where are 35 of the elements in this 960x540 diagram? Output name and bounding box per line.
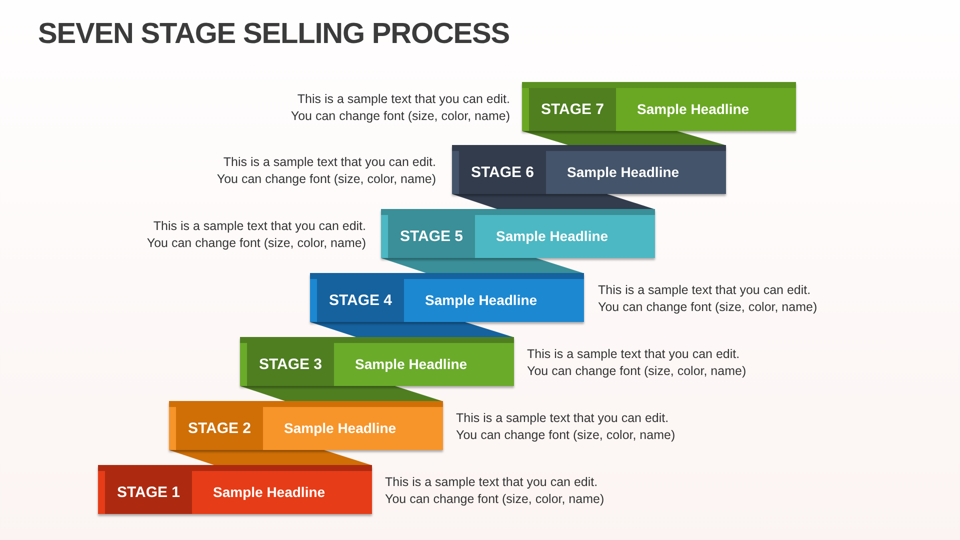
headline-text: Sample Headline — [567, 164, 680, 181]
headline-text: Sample Headline — [425, 292, 538, 309]
stage-tab: STAGE 5 — [388, 215, 475, 258]
ribbon-fold — [240, 386, 442, 401]
headline-text: Sample Headline — [213, 484, 326, 501]
stage-ribbon — [169, 401, 443, 450]
ribbon-fold — [522, 131, 725, 145]
stage-tab: STAGE 7 — [529, 88, 616, 131]
stage-ribbon — [98, 465, 372, 514]
ribbon-fold — [381, 258, 583, 273]
stage-tab: STAGE 4 — [317, 279, 404, 322]
stage-tab: STAGE 1 — [105, 471, 192, 514]
ribbon-fold — [452, 194, 654, 209]
description-text: This is a sample text that you can edit. You can change font (size, color, name) — [385, 474, 606, 508]
stage-tab: STAGE 6 — [459, 151, 546, 194]
headline-text: Sample Headline — [355, 356, 468, 373]
headline-text: Sample Headline — [496, 228, 608, 245]
stage-ribbon — [310, 273, 584, 322]
ribbon-fold — [310, 322, 513, 337]
description-text: This is a sample text that you can edit. You can change font (size, color, name) — [527, 346, 748, 380]
stage-tab: STAGE 3 — [247, 343, 334, 386]
stage-ribbon — [452, 145, 726, 194]
description-text: This is a sample text that you can edit. You can change font (size, color, name) — [146, 218, 366, 252]
stage-ribbon — [522, 82, 796, 131]
headline-text: Sample Headline — [637, 101, 750, 118]
description-text: This is a sample text that you can edit. You can change font (size, color, name) — [216, 154, 436, 188]
ribbon-fold — [169, 450, 371, 465]
stage-ribbon — [381, 209, 655, 258]
description-text: This is a sample text that you can edit. You can change font (size, color, name) — [598, 282, 818, 316]
stage-ribbon — [240, 337, 514, 386]
title: SEVEN STAGE SELLING PROCESS — [38, 17, 510, 51]
description-text: This is a sample text that you can edit. You can change font (size, color, name) — [290, 90, 510, 124]
description-text: This is a sample text that you can edit. You can change font (size, color, name) — [456, 410, 676, 444]
stage-tab: STAGE 2 — [176, 407, 263, 450]
headline-text: Sample Headline — [284, 420, 396, 437]
